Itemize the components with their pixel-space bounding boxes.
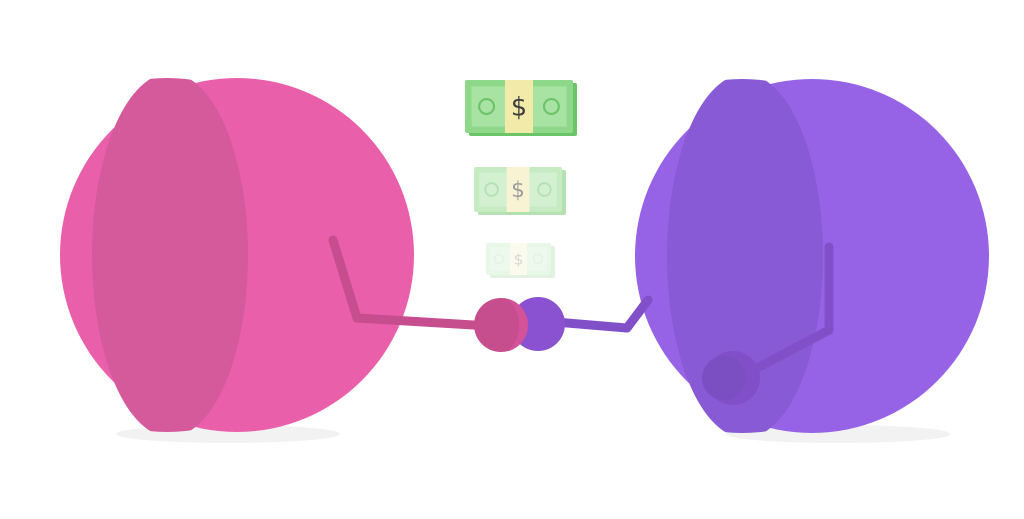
- money-bill-inner: [489, 246, 548, 272]
- purple-ball-character: [550, 79, 989, 433]
- money-bill-band: [504, 80, 534, 133]
- dollar-sign: $: [511, 178, 525, 203]
- dollar-sign: $: [514, 250, 524, 268]
- pink-ball-arm: [328, 235, 495, 331]
- money-bill-ornament: [478, 98, 496, 115]
- money-bill-ornament: [542, 98, 560, 115]
- handshake: [474, 297, 565, 352]
- money-bill-ornament: [537, 182, 552, 197]
- money-bill-stack: $: [486, 243, 555, 278]
- money-bill-depth: [490, 246, 555, 278]
- purple-ball-arm-right: [737, 242, 834, 381]
- purple-ball-fist-shade: [702, 356, 746, 400]
- pink-ball-character: [60, 78, 495, 432]
- money-bill-face: [486, 243, 551, 275]
- pink-ball-shade: [92, 78, 248, 432]
- money-bill-stack: $: [465, 80, 577, 136]
- pink-hand: [474, 298, 528, 352]
- pink-hand-highlight: [501, 298, 528, 352]
- money-bill-band: [510, 243, 527, 275]
- money-bills: $ $ $: [465, 80, 577, 278]
- purple-ball-shade: [667, 79, 823, 433]
- dollar-sign: $: [511, 92, 527, 122]
- money-bill-band: [506, 167, 530, 212]
- purple-ball-arm-left: [550, 295, 653, 333]
- money-bill-stack: $: [474, 167, 566, 215]
- money-bill-ornament: [493, 253, 505, 265]
- money-bill-ornament: [532, 253, 544, 265]
- money-bill-ornament: [484, 182, 499, 197]
